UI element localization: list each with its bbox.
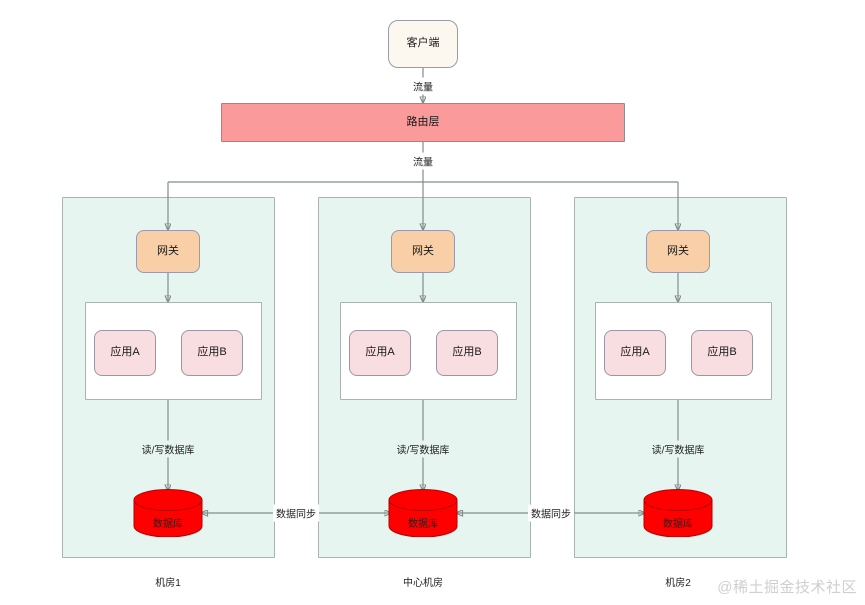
gateway-1-label: 网关 bbox=[157, 244, 179, 257]
gateway-1-node[interactable]: 网关 bbox=[136, 230, 200, 273]
sync-label-left: 数据同步 bbox=[273, 504, 319, 522]
database-1-node[interactable]: 数据库 bbox=[133, 489, 203, 537]
client-label: 客户端 bbox=[406, 37, 440, 50]
datacenter-1-caption: 机房1 bbox=[155, 578, 181, 589]
router-layer-node[interactable]: 路由层 bbox=[221, 103, 625, 142]
flow-label-top: 流量 bbox=[410, 77, 436, 95]
database-2-node[interactable]: 数据库 bbox=[388, 489, 458, 537]
app-1-a-label: 应用A bbox=[110, 346, 140, 359]
gateway-2-label: 网关 bbox=[412, 244, 434, 257]
app-1-a-node[interactable]: 应用A bbox=[94, 330, 156, 376]
sync-label-right: 数据同步 bbox=[528, 504, 574, 522]
app-1-b-node[interactable]: 应用B bbox=[181, 330, 243, 376]
app-3-a-node[interactable]: 应用A bbox=[604, 330, 666, 376]
db-edge-label-2: 读/写数据库 bbox=[393, 440, 453, 458]
datacenter-2-caption: 中心机房 bbox=[403, 578, 443, 589]
app-2-b-label: 应用B bbox=[452, 346, 482, 359]
db-edge-label-1: 读/写数据库 bbox=[138, 440, 198, 458]
client-node[interactable]: 客户端 bbox=[388, 20, 458, 68]
app-3-b-node[interactable]: 应用B bbox=[691, 330, 753, 376]
watermark: @稀土掘金技术社区 bbox=[717, 579, 857, 596]
app-3-a-label: 应用A bbox=[620, 346, 650, 359]
app-2-a-node[interactable]: 应用A bbox=[349, 330, 411, 376]
app-1-b-label: 应用B bbox=[197, 346, 227, 359]
gateway-3-node[interactable]: 网关 bbox=[646, 230, 710, 273]
gateway-2-node[interactable]: 网关 bbox=[391, 230, 455, 273]
db-edge-label-3: 读/写数据库 bbox=[648, 440, 708, 458]
app-2-a-label: 应用A bbox=[365, 346, 395, 359]
flow-label-bottom: 流量 bbox=[410, 152, 436, 170]
router-layer-label: 路由层 bbox=[406, 115, 440, 128]
database-3-node[interactable]: 数据库 bbox=[643, 489, 713, 537]
gateway-3-label: 网关 bbox=[667, 244, 689, 257]
app-3-b-label: 应用B bbox=[707, 346, 737, 359]
app-2-b-node[interactable]: 应用B bbox=[436, 330, 498, 376]
datacenter-3-caption: 机房2 bbox=[665, 578, 691, 589]
